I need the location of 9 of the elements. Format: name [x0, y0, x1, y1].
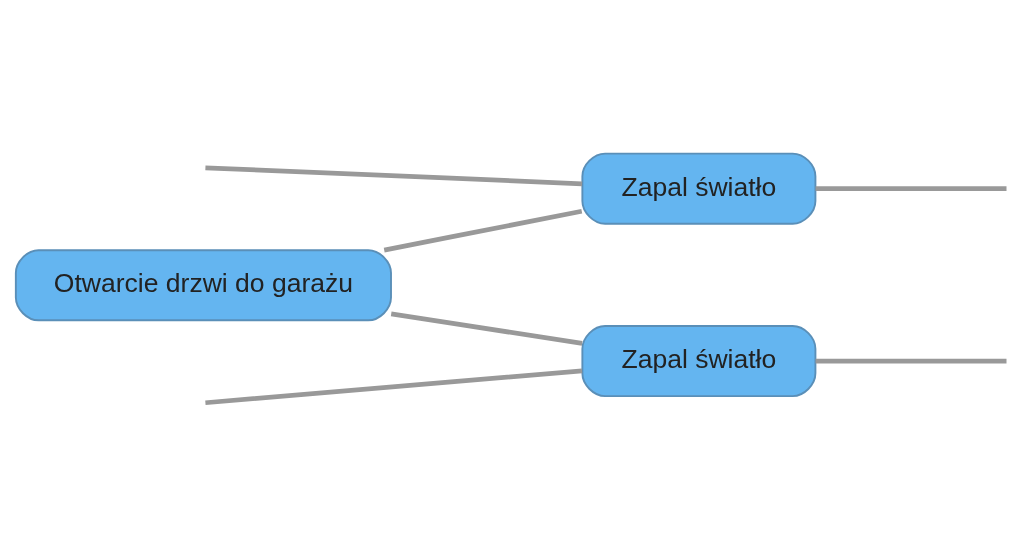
node-box: Zapal światło — [581, 325, 817, 398]
node-box: Otwarcie drzwi do garażu — [14, 249, 392, 322]
connector — [390, 311, 583, 346]
connector — [383, 208, 583, 253]
node-box: Zapal światło — [581, 152, 817, 225]
connector — [815, 358, 1007, 364]
connector — [815, 186, 1007, 191]
connector — [205, 165, 583, 187]
connector — [205, 368, 583, 406]
